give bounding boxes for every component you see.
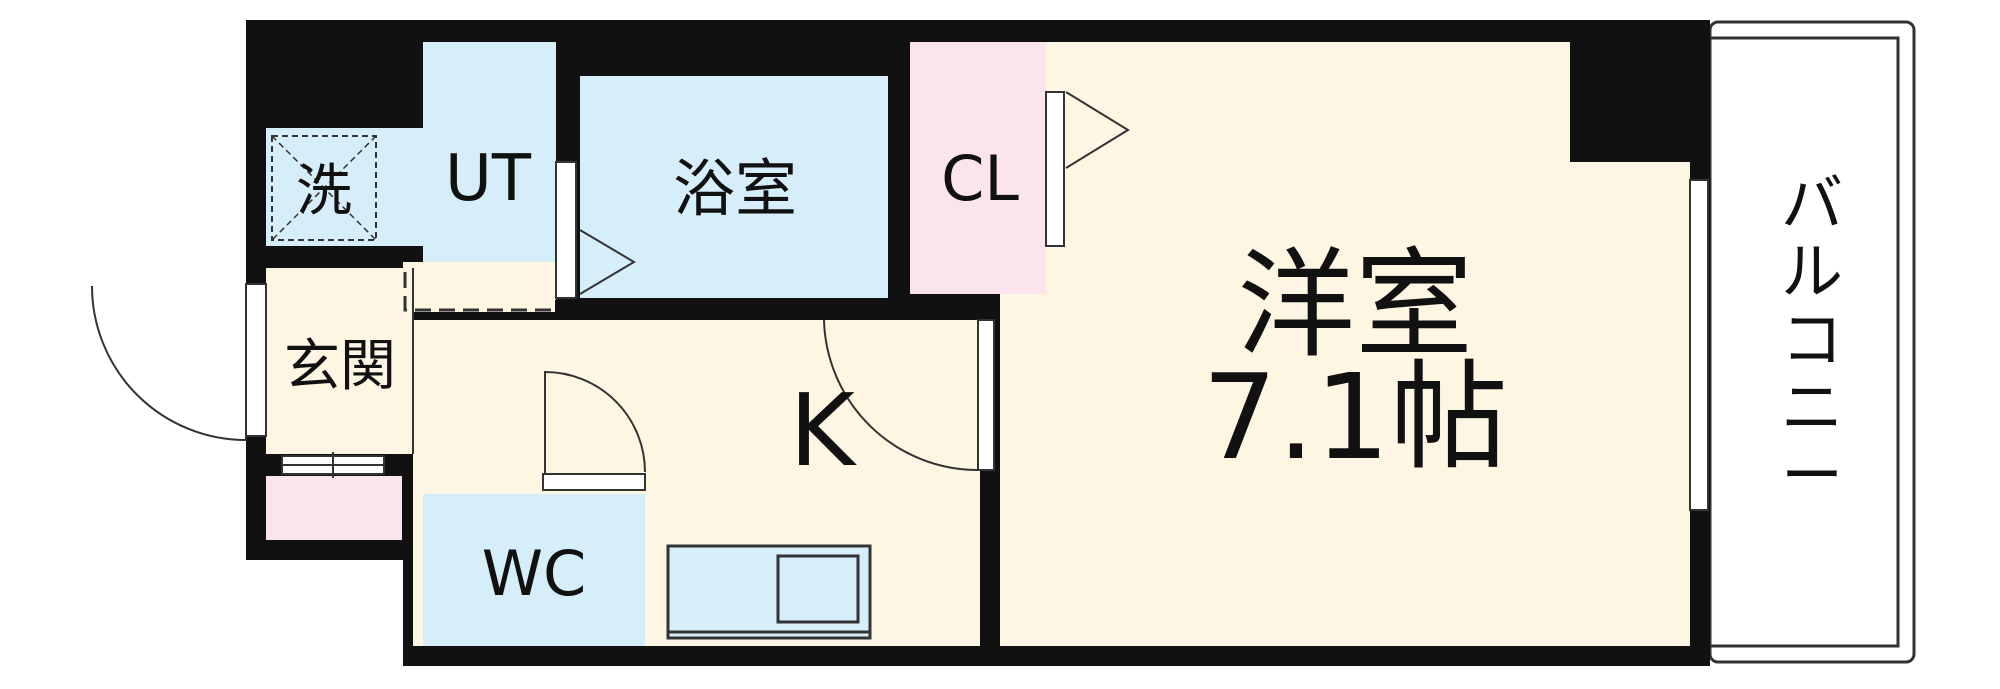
bathroom-door [555,161,636,299]
label-closet: CL [941,142,1019,215]
balcony [1708,20,1916,664]
kitchen-counter [666,544,872,640]
sink [776,554,860,624]
label-entrance: 玄関 [284,334,396,399]
label-western-room: 洋室 [1237,236,1473,374]
balcony-window [1689,179,1709,511]
label-washer: 洗 [296,159,352,224]
closet-door [1045,91,1130,247]
shoe-storage [266,476,402,540]
label-bathroom: 浴室 [673,152,797,225]
label-utility: UT [445,142,532,216]
shoe-storage-door [281,452,385,478]
entrance-floor [266,268,413,454]
label-kitchen: K [789,372,857,489]
toilet-door [542,370,646,491]
toilet-floor [423,494,645,646]
western-room-column [1570,42,1690,162]
washer-area [266,128,423,246]
label-western-room-size: 7.1帖 [1202,348,1508,486]
label-toilet: WC [482,537,587,610]
entrance-door [91,283,267,442]
closet-floor [910,42,1046,294]
western-room-door [823,319,995,471]
utility-opening [403,262,555,312]
washer-dashed-box [271,135,377,241]
label-balcony: バルコニー [1781,167,1843,512]
utility-floor [423,42,556,300]
